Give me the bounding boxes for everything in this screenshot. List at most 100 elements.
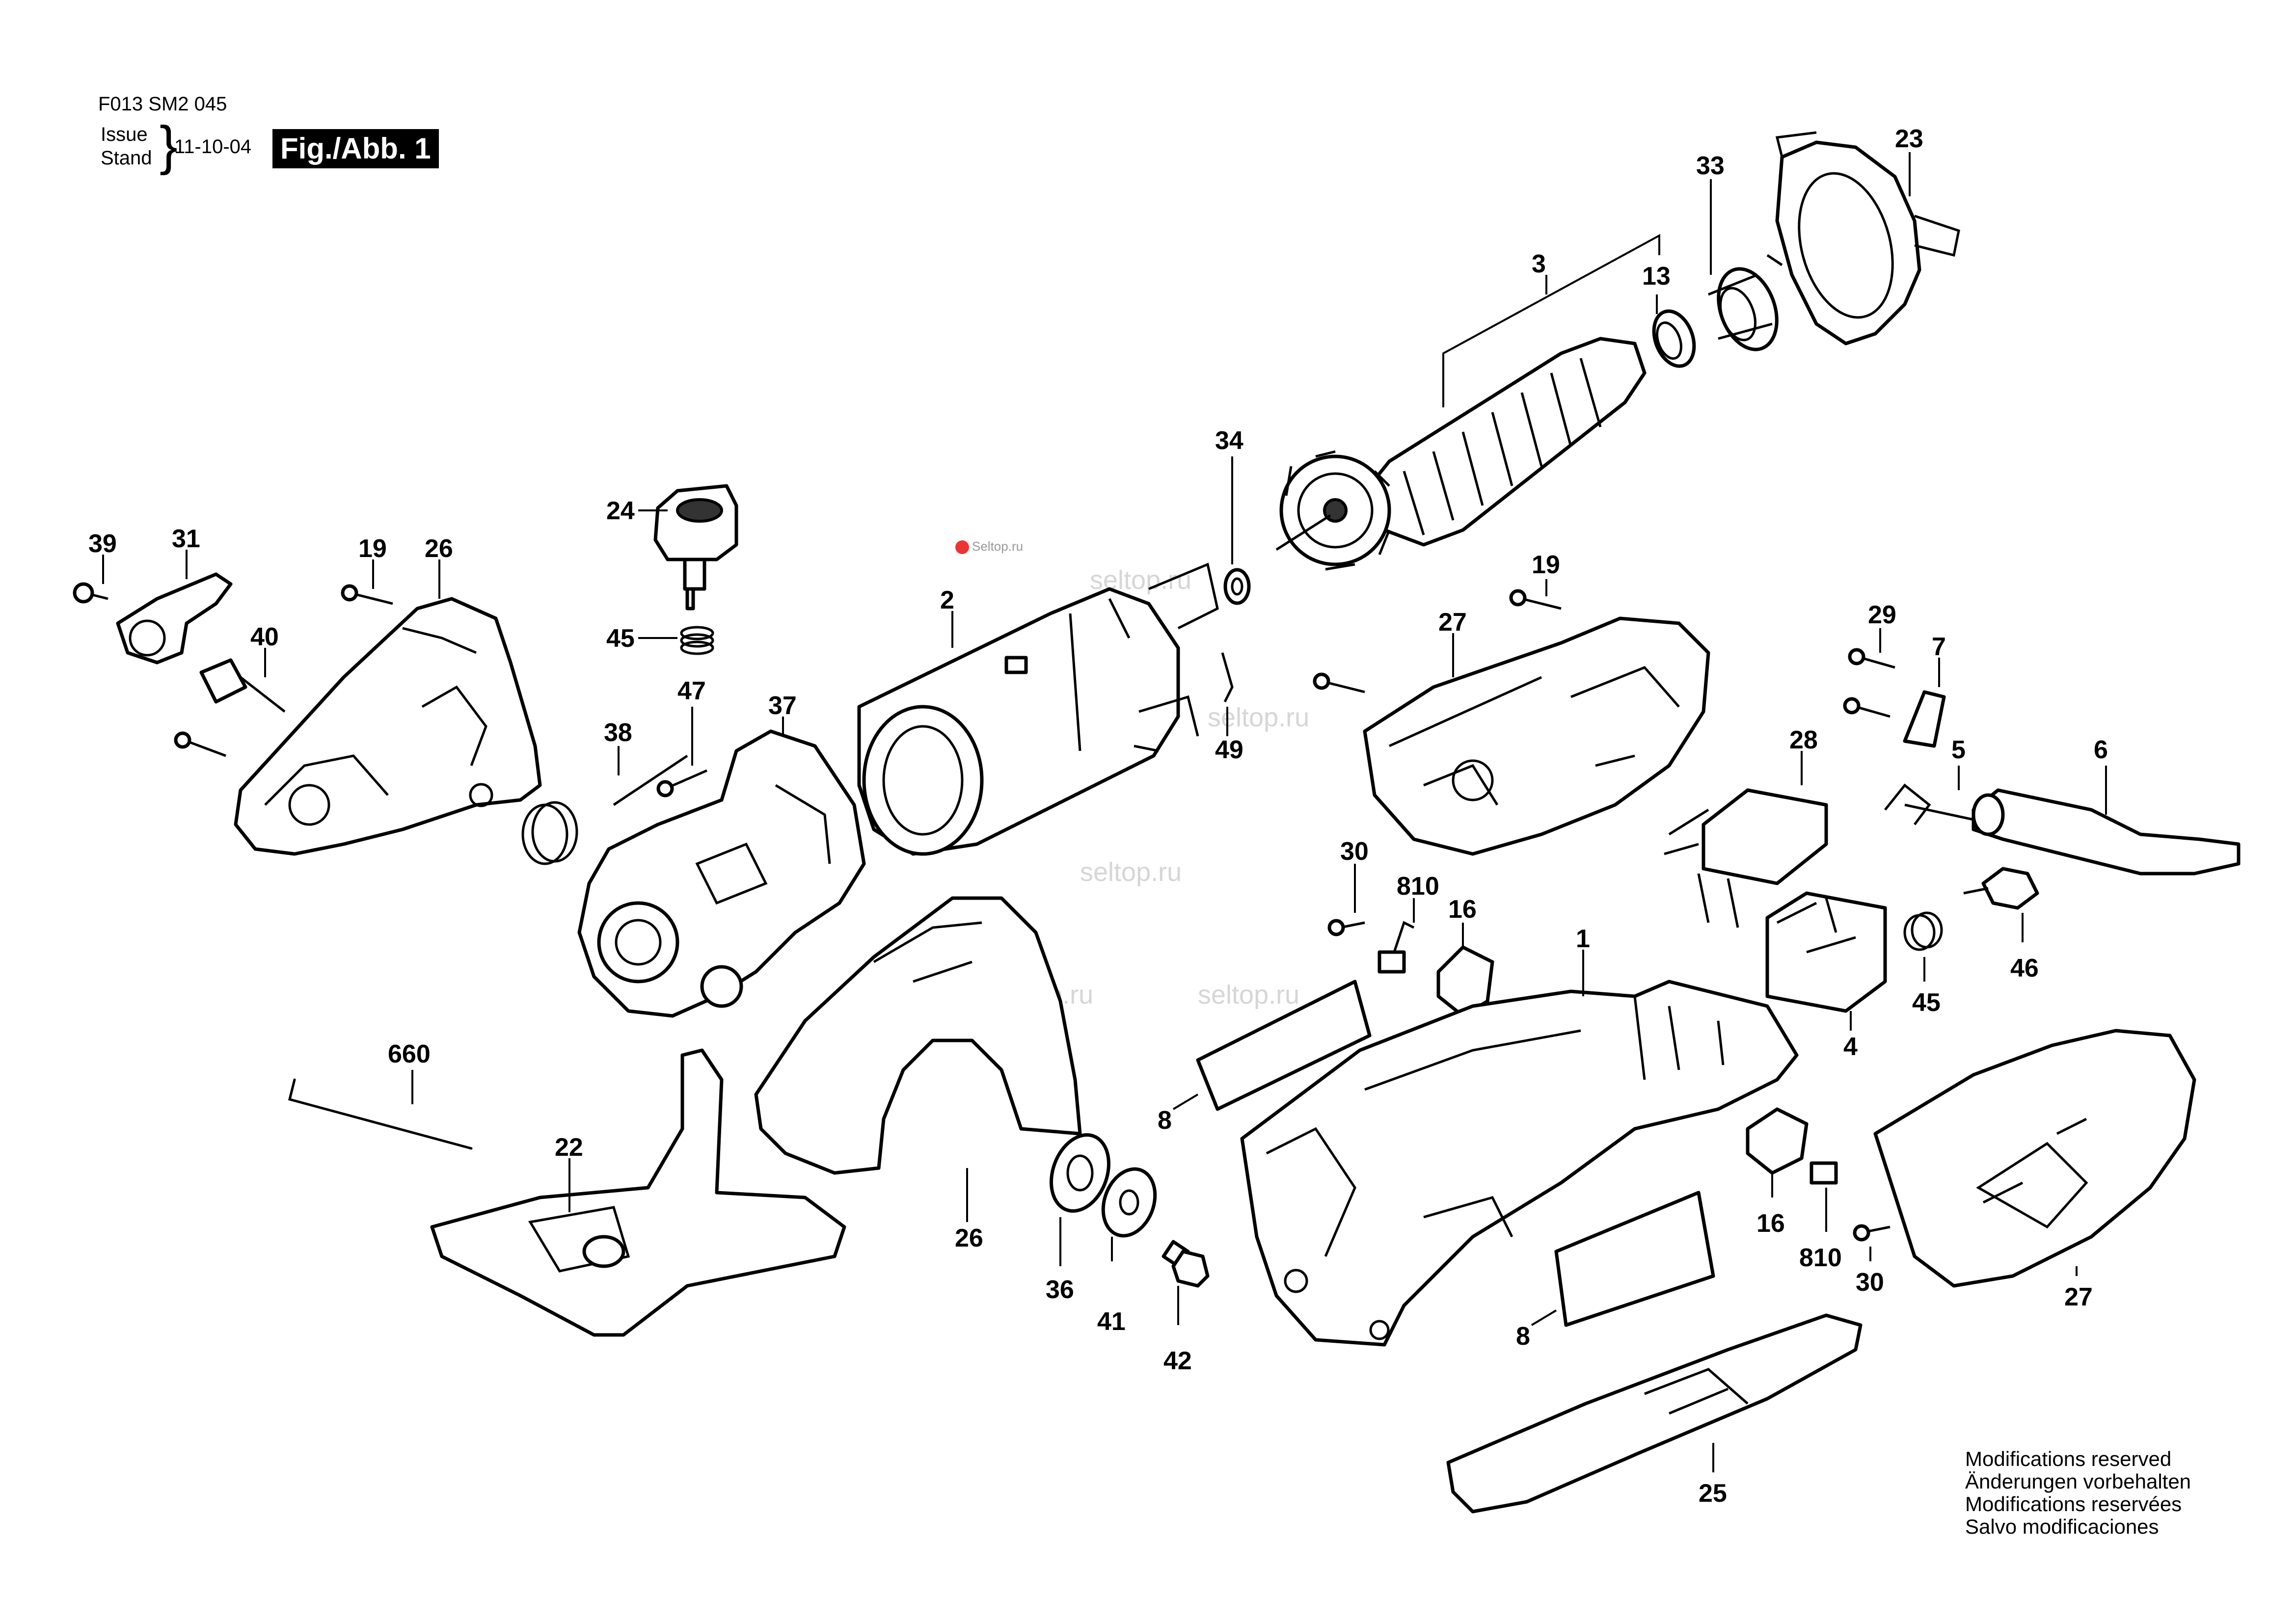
part-3-armature [1275,337,1647,571]
part-25-handle-cover [1446,1313,1863,1514]
callout-33: 33 [1696,152,1725,180]
callout-45-lower: 45 [1912,988,1941,1017]
callout-4: 4 [1843,1033,1858,1061]
part-26-blade-guard-lower [754,896,1082,1175]
spring-coil [521,801,578,865]
issue-date: 11-10-04 [174,136,252,158]
note-en: Modifications reserved [1965,1447,2172,1470]
callout-7: 7 [1932,633,1946,661]
callout-5: 5 [1951,736,1966,764]
part-27-housing-half-upper [1363,616,1710,856]
part-16-brush-holder-lower [1746,1107,1809,1175]
callout-24: 24 [606,497,635,525]
part-47-screw [667,769,708,789]
watermark-logo-icon [955,540,969,554]
part-45-spring-lower [1903,911,1943,951]
part-8-label-upper [1196,980,1372,1111]
callout-6: 6 [2094,736,2108,764]
part-13-ring [1652,309,1696,368]
issue-stand-block: Issue Stand } [101,119,178,173]
callout-36: 36 [1046,1276,1074,1304]
callout-29: 29 [1868,601,1896,629]
callout-2: 2 [940,586,954,614]
callout-1: 1 [1576,925,1590,953]
callout-810-lower: 810 [1799,1244,1842,1272]
callout-13: 13 [1642,262,1671,291]
callout-49: 49 [1215,736,1243,764]
part-40-bolt [199,658,286,713]
part-1-motor-housing [1240,980,1799,1347]
screw-29-lower [1855,705,1891,718]
callout-16-lower: 16 [1756,1209,1785,1238]
callout-810-upper: 810 [1397,872,1439,901]
callout-37: 37 [768,692,797,720]
part-29-screw [1860,656,1895,669]
callout-46: 46 [2010,954,2039,983]
drawing-code: F013 SM2 045 [98,93,227,115]
part-45-spring-upper [680,626,714,655]
watermark-5: seltop.ru [1198,980,1299,1010]
callout-25: 25 [1699,1479,1727,1508]
part-660-hex-key [288,1078,473,1150]
callout-41: 41 [1097,1307,1126,1336]
watermark-2: seltop.ru [1208,703,1309,732]
part-4-switch [1765,891,1887,1013]
callout-28: 28 [1789,726,1818,754]
part-38-pin [613,754,688,806]
part-46-plug [1963,867,2039,910]
callout-45-upper: 45 [606,624,635,653]
part-36-flange [1050,1133,1110,1213]
part-19-screw-right [1521,597,1562,610]
part-5-cable-clip [1884,783,1931,825]
part-41-washer [1101,1167,1157,1238]
callout-47: 47 [677,677,706,705]
callout-8-upper: 8 [1158,1106,1172,1135]
callout-27-lower: 27 [2064,1283,2093,1311]
screw-housing-27 [1325,681,1365,693]
callout-19-left: 19 [358,534,387,563]
callout-38: 38 [604,718,632,747]
callout-30-lower: 30 [1856,1268,1884,1297]
callout-31: 31 [172,525,200,553]
callout-3: 3 [1532,250,1546,278]
callout-42: 42 [1163,1347,1192,1375]
part-2-field-coil [857,562,1219,856]
note-fr: Modifications reservées [1965,1492,2182,1516]
part-19-screw-left [353,592,393,605]
part-33-bearing [1708,267,1779,351]
part-26-blade-guard-upper [234,597,542,856]
callout-34: 34 [1215,426,1243,455]
modification-notes: Modifications reserved Änderungen vorbeh… [1965,1448,2191,1538]
part-37-gear-housing [577,729,866,1018]
part-34-washer [1223,568,1251,605]
part-27-housing-half-lower [1873,1029,2196,1288]
note-de: Änderungen vorbehalten [1965,1470,2191,1493]
part-8-label-lower [1554,1191,1715,1327]
stand-label: Stand [101,147,152,169]
part-31-lever [116,572,233,665]
watermark-logo-text: Seltop.ru [972,539,1023,554]
part-49-clip [1221,652,1234,703]
callout-660: 660 [388,1040,431,1068]
callout-30-upper: 30 [1340,837,1369,866]
callout-23: 23 [1895,125,1923,153]
part-28-capacitor [1664,788,1828,928]
part-6-cable-guard [1904,788,2241,876]
watermark-3: seltop.ru [1080,857,1182,887]
callout-26-upper: 26 [425,534,453,563]
callout-40: 40 [250,623,279,651]
callout-26-lower: 26 [955,1224,983,1252]
callout-27-upper: 27 [1438,608,1467,637]
figure-label: Fig./Abb. 1 [272,129,439,168]
screw-left-lower [186,740,226,757]
callout-16-upper: 16 [1448,895,1477,924]
part-7-clamp [1903,690,1946,748]
part-24-switch-knob [653,484,738,611]
issue-label: Issue [101,124,148,145]
callout-39: 39 [88,530,117,558]
part-23-bearing-holder [1766,131,1960,346]
part-810-brush-lower [1810,1161,1838,1185]
callout-8-lower: 8 [1516,1322,1530,1351]
callout-22: 22 [555,1133,583,1162]
